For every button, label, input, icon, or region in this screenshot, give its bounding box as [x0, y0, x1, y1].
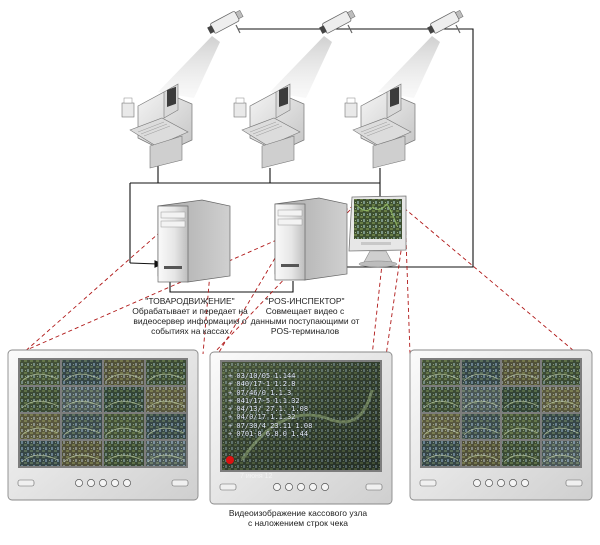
- pos-terminal-icon: [344, 83, 416, 169]
- control-button: [521, 479, 529, 487]
- server-tower-icon: [274, 197, 348, 281]
- receipt-line: + 03/10/05 1.144: [228, 372, 296, 380]
- control-button: [497, 479, 505, 487]
- cctv-monitor-center: [209, 351, 393, 505]
- server-a-line-3: событиях на кассах: [151, 326, 229, 336]
- server-b-line-2: данными поступающими от: [250, 316, 360, 326]
- server-a-label: "ТОВАРОДВИЖЕНИЕ" Обрабатывает и передает…: [125, 296, 255, 336]
- monitor-caption: Видеоизображение кассового узла с наложе…: [208, 508, 388, 528]
- server-b-title: "POS-ИНСПЕКТОР": [265, 296, 345, 306]
- cctv-monitor-left: [7, 349, 199, 501]
- power-button: [17, 479, 35, 487]
- control-button: [87, 479, 95, 487]
- lcd-monitor-icon: [348, 195, 407, 268]
- control-button: [111, 479, 119, 487]
- video-timestamp: 7 июня 12: [240, 473, 273, 480]
- server-a-line-1: Обрабатывает и передает на: [132, 306, 248, 316]
- server-a-title: "ТОВАРОДВИЖЕНИЕ": [145, 296, 235, 306]
- receipt-line: + 041/17-5 1.1.32: [228, 396, 300, 405]
- control-button: [485, 479, 493, 487]
- receipt-line: + 04/13/ 27.1. 1.08: [228, 405, 309, 414]
- camera-icon: [378, 9, 464, 98]
- control-button: [309, 483, 317, 491]
- record-icon: [226, 456, 234, 464]
- receipt-overlay: + 03/10/05 1.144 + 040/17-1 1.2.8 + 07/4…: [228, 372, 312, 438]
- cctv-monitor-right: [409, 349, 593, 501]
- control-button: [297, 483, 305, 491]
- server-b-line-1: Совмещает видео с: [265, 306, 345, 316]
- receipt-line: + 0701-8 6.8.0 1.44: [228, 430, 309, 439]
- menu-button: [565, 479, 583, 487]
- monitor-caption-line-1: Видеоизображение кассового узла: [228, 508, 368, 518]
- server-b-label: "POS-ИНСПЕКТОР" Совмещает видео с данным…: [250, 296, 360, 336]
- control-button: [285, 483, 293, 491]
- monitor-caption-line-2: с наложением строк чека: [248, 518, 348, 528]
- control-button: [321, 483, 329, 491]
- pos-terminal-icon: [121, 83, 193, 169]
- camera-icon: [158, 9, 244, 98]
- control-button: [75, 479, 83, 487]
- control-button: [99, 479, 107, 487]
- control-button: [509, 479, 517, 487]
- receipt-line: + 04/0/17 1.1.32: [228, 413, 296, 422]
- server-a-line-2: видеосервер информацию о: [133, 316, 247, 326]
- control-button: [273, 483, 281, 491]
- camera-beam: [378, 36, 440, 98]
- server-b-line-3: POS-терминалов: [270, 326, 340, 336]
- menu-button: [171, 479, 189, 487]
- server-tower-icon: [157, 199, 231, 283]
- menu-button: [365, 483, 383, 491]
- camera-beam: [158, 36, 220, 98]
- camera-beam: [270, 36, 332, 98]
- receipt-line: + 07/46/0 1.1.3: [228, 388, 292, 397]
- camera-feed-wire: [238, 28, 474, 268]
- control-button: [473, 479, 481, 487]
- camera-icon: [270, 9, 356, 98]
- control-button: [123, 479, 131, 487]
- server-link-wire: [169, 281, 294, 293]
- power-button: [219, 483, 237, 491]
- receipt-line: + 040/17-1 1.2.8: [228, 380, 296, 389]
- pos-terminal-icon: [233, 83, 305, 169]
- receipt-line: + 07/30/4 23.11 1.08: [228, 421, 313, 430]
- power-button: [419, 479, 437, 487]
